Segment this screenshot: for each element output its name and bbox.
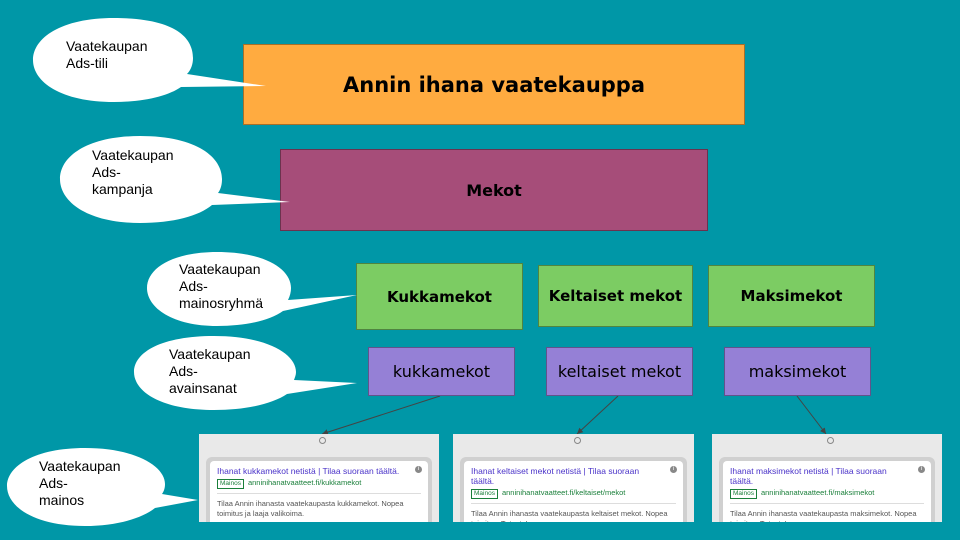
adgroup-box: Maksimekot xyxy=(708,265,875,327)
ad-card-inner: Ihanat keltaiset mekot netistä | Tilaa s… xyxy=(464,461,683,522)
ad-url: anninihanatvaatteet.fi/maksimekot xyxy=(760,488,875,497)
info-icon: i xyxy=(918,466,925,473)
ad-preview: Ihanat kukkamekot netistä | Tilaa suoraa… xyxy=(199,434,439,522)
bubble-text: Vaatekaupan Ads- kampanja xyxy=(92,147,174,197)
ad-divider xyxy=(730,503,924,504)
arrow-maksimekot xyxy=(796,395,827,435)
bubble-shape xyxy=(134,336,357,410)
ad-badge: Mainos xyxy=(730,489,757,499)
keyword-label: maksimekot xyxy=(748,362,847,381)
bubble-text: Vaatekaupan Ads-tili xyxy=(66,38,148,71)
ad-divider xyxy=(471,503,676,504)
ad-badge: Mainos xyxy=(471,489,498,499)
ad-card-inner: Ihanat maksimekot netistä | Tilaa suoraa… xyxy=(723,461,931,522)
keyword-box: keltaiset mekot xyxy=(546,347,693,396)
ad-divider xyxy=(217,493,421,494)
keyword-label: keltaiset mekot xyxy=(557,362,682,381)
keyword-box: maksimekot xyxy=(724,347,871,396)
handle-dot xyxy=(827,437,834,444)
ad-description: Tilaa Annin ihanasta vaatekaupasta kukka… xyxy=(217,499,404,518)
ad-badge: Mainos xyxy=(217,479,244,489)
arrow-kukkamekot xyxy=(321,395,441,436)
campaign-label: Mekot xyxy=(466,180,522,200)
account-label: Annin ihana vaatekauppa xyxy=(343,72,645,97)
ad-headline[interactable]: Ihanat kukkamekot netistä | Tilaa suoraa… xyxy=(217,466,400,476)
ad-headline[interactable]: Ihanat keltaiset mekot netistä | Tilaa s… xyxy=(471,466,640,486)
handle-dot xyxy=(574,437,581,444)
campaign-box: Mekot xyxy=(280,149,708,231)
bubble-text: Vaatekaupan Ads- mainos xyxy=(39,458,121,508)
ad-url: anninihanatvaatteet.fi/kukkamekot xyxy=(247,478,362,487)
bubble-text: Vaatekaupan Ads- avainsanat xyxy=(169,346,251,396)
arrow-keltaiset xyxy=(576,395,619,435)
ad-card-inner: Ihanat kukkamekot netistä | Tilaa suoraa… xyxy=(210,461,428,522)
bubble-text: Vaatekaupan Ads- mainosryhmä xyxy=(179,261,264,311)
ad-headline[interactable]: Ihanat maksimekot netistä | Tilaa suoraa… xyxy=(730,466,887,486)
adgroup-box: Kukkamekot xyxy=(356,263,523,330)
account-box: Annin ihana vaatekauppa xyxy=(243,44,745,125)
ad-card: Ihanat keltaiset mekot netistä | Tilaa s… xyxy=(460,457,687,522)
ad-card: Ihanat maksimekot netistä | Tilaa suoraa… xyxy=(719,457,935,522)
bubble-shape xyxy=(33,18,266,102)
bubble-shape xyxy=(147,252,357,326)
adgroup-label: Keltaiset mekot xyxy=(548,287,683,305)
adgroup-label: Kukkamekot xyxy=(387,287,492,306)
ad-description: Tilaa Annin ihanasta vaatekaupasta maksi… xyxy=(730,509,917,522)
adgroup-label: Maksimekot xyxy=(740,287,843,305)
keyword-box: kukkamekot xyxy=(368,347,515,396)
adgroup-box: Keltaiset mekot xyxy=(538,265,693,327)
ad-url: anninihanatvaatteet.fi/keltaiset/mekot xyxy=(501,488,626,497)
handle-dot xyxy=(319,437,326,444)
ad-preview: Ihanat maksimekot netistä | Tilaa suoraa… xyxy=(712,434,942,522)
ad-description: Tilaa Annin ihanasta vaatekaupasta kelta… xyxy=(471,509,668,522)
keyword-label: kukkamekot xyxy=(392,362,491,381)
ad-card: Ihanat kukkamekot netistä | Tilaa suoraa… xyxy=(206,457,432,522)
info-icon: i xyxy=(415,466,422,473)
bubble-shape xyxy=(60,136,290,223)
info-icon: i xyxy=(670,466,677,473)
bubble-shape xyxy=(7,448,198,526)
ad-preview: Ihanat keltaiset mekot netistä | Tilaa s… xyxy=(453,434,694,522)
